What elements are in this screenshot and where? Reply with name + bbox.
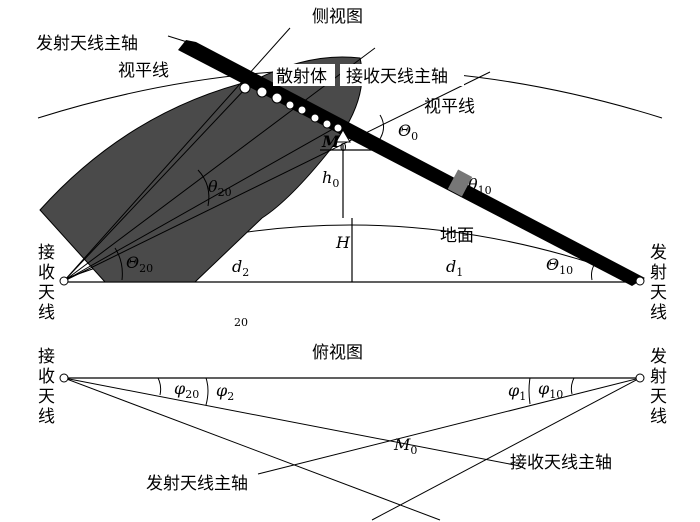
ground-label: 地面 xyxy=(440,226,474,246)
Theta20-label: Θ20 xyxy=(126,253,153,275)
scatter-body-label: 散射体 xyxy=(276,67,327,87)
transmitter-beam xyxy=(178,40,645,286)
svg-text:天: 天 xyxy=(650,283,667,303)
svg-text:线: 线 xyxy=(650,407,667,427)
tx-axis-ray xyxy=(371,377,641,521)
scatter-label-bg xyxy=(273,64,335,86)
tx-ray-to-M0 xyxy=(257,377,641,475)
svg-text:射: 射 xyxy=(650,367,667,387)
side-horizon-label-left: 视平线 xyxy=(118,61,169,81)
h0-label: h0 xyxy=(322,168,339,190)
svg-text:射: 射 xyxy=(650,263,667,283)
svg-text:接: 接 xyxy=(38,243,55,263)
M0-label: M0 xyxy=(321,132,347,154)
phi20-label: φ20 xyxy=(174,379,199,401)
top-rx-axis-label: 接收天线主轴 xyxy=(510,453,612,473)
svg-text:收: 收 xyxy=(38,263,55,283)
phi1-arc xyxy=(528,377,531,405)
phi2-label: φ2 xyxy=(216,381,234,403)
top-view: 俯视图 φ20 φ2 φ1 φ10 M0 发射天线主轴 接收天线主轴 接 收 天… xyxy=(38,343,667,521)
side-rx-axis-label: 接收天线主轴 xyxy=(346,67,448,87)
d2-label: d2 xyxy=(232,257,249,279)
Theta10-arc xyxy=(591,261,597,281)
svg-text:线: 线 xyxy=(38,303,55,323)
scatter-particles xyxy=(239,82,343,133)
receiver-station-dot xyxy=(59,276,69,286)
phi1-label: φ1 xyxy=(508,381,526,403)
top-rx-dot xyxy=(59,373,69,383)
beam-marker xyxy=(447,169,473,197)
side-view-title: 侧视图 xyxy=(312,7,363,27)
svg-text:天: 天 xyxy=(38,387,55,407)
receiver-rays xyxy=(63,27,491,282)
svg-text:天: 天 xyxy=(38,283,55,303)
receiver-beam-lobe xyxy=(39,56,363,283)
top-view-title: 俯视图 xyxy=(312,343,363,363)
side-view: 侧视图 xyxy=(36,7,667,329)
svg-text:发: 发 xyxy=(650,243,667,263)
side-rx-station-label: 接 收 天 线 xyxy=(38,243,55,323)
H-label: H xyxy=(335,233,351,252)
svg-text:线: 线 xyxy=(38,407,55,427)
d1-label: d1 xyxy=(446,257,463,279)
Theta20-arc xyxy=(114,247,123,281)
theta0-label: Θ0 xyxy=(398,121,418,143)
theta20-label: θ20 xyxy=(208,177,232,199)
svg-text:发: 发 xyxy=(650,347,667,367)
svg-text:天: 天 xyxy=(650,387,667,407)
theta10-label: θ10 xyxy=(468,175,492,197)
side-tx-station-label: 发 射 天 线 xyxy=(650,243,667,323)
svg-text:接: 接 xyxy=(38,347,55,367)
Theta10-label: Θ10 xyxy=(546,255,573,277)
top-tx-dot xyxy=(635,373,645,383)
side-tx-axis-label: 发射天线主轴 xyxy=(36,34,138,54)
top-rx-station-label: 接 收 天 线 xyxy=(38,347,55,427)
rx-axis-label-bg xyxy=(340,64,464,86)
theta0-arc xyxy=(377,114,384,143)
rx-ray-to-M0 xyxy=(63,377,521,467)
top-tx-axis-label: 发射天线主轴 xyxy=(146,474,248,494)
page-number: 20 xyxy=(234,316,248,329)
top-tx-station-label: 发 射 天 线 xyxy=(650,347,667,427)
tx-axis-arrow xyxy=(167,35,201,47)
phi10-arc xyxy=(570,377,575,395)
phi10-label: φ10 xyxy=(538,379,563,401)
svg-text:收: 收 xyxy=(38,367,55,387)
side-horizon-label-right: 视平线 xyxy=(424,97,475,117)
theta20-arc xyxy=(197,169,210,207)
phi2-arc xyxy=(205,377,209,406)
top-M0-label: M0 xyxy=(393,435,417,457)
rx-axis-ray xyxy=(63,377,441,521)
phi20-arc xyxy=(157,377,162,396)
M0-marker xyxy=(335,129,351,143)
svg-text:线: 线 xyxy=(650,303,667,323)
transmitter-station-dot xyxy=(635,276,645,286)
